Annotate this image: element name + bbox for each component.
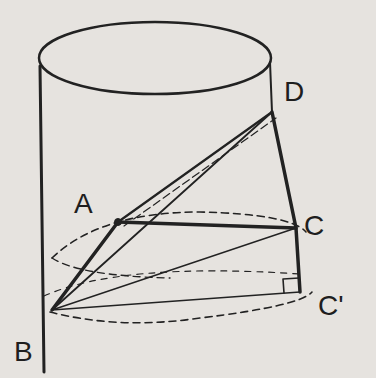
dashed-ellipse xyxy=(52,258,170,278)
segment-ad xyxy=(118,112,272,222)
point-label: A xyxy=(74,190,93,218)
point-dot xyxy=(115,219,122,226)
segment-bc xyxy=(52,228,296,310)
cylinder-side xyxy=(270,62,272,112)
segment-ba xyxy=(52,222,118,310)
segment-ad xyxy=(124,118,276,226)
point-label: B xyxy=(14,338,33,366)
right-angle-mark xyxy=(283,278,299,293)
point-label: C xyxy=(304,212,324,240)
top-ellipse xyxy=(39,22,271,94)
segment-bd xyxy=(52,112,272,310)
dashed-ellipse xyxy=(52,212,306,258)
cylinder-side xyxy=(40,66,44,372)
point-label: D xyxy=(284,78,304,106)
point-label: C' xyxy=(318,292,344,320)
dashed-ellipse xyxy=(50,292,312,323)
segment-bcprime xyxy=(52,292,300,310)
segment-dcc xyxy=(272,112,300,292)
